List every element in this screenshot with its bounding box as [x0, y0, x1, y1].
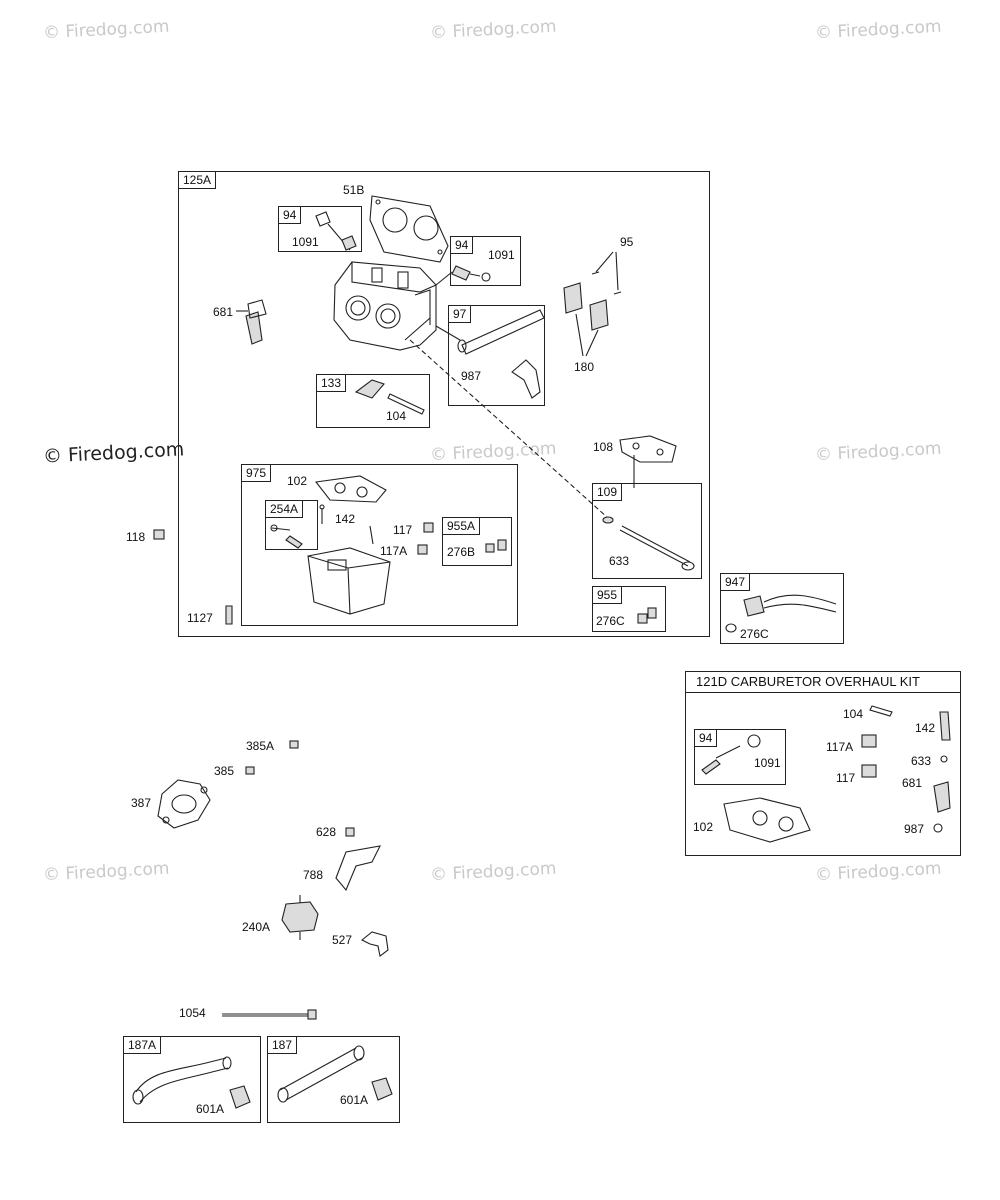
watermark: © Firedog.com [42, 438, 185, 468]
part-label-240a[interactable]: 240A [242, 920, 271, 934]
part-label-276b[interactable]: 276B [447, 545, 476, 559]
part-label-117[interactable]: 117 [393, 523, 413, 537]
part-label-51b[interactable]: 51B [343, 183, 365, 197]
part-label-180[interactable]: 180 [574, 360, 595, 374]
watermark: © Firedog.com [429, 16, 557, 44]
overhaul-kit-title[interactable]: 121D CARBURETOR OVERHAUL KIT [696, 674, 920, 689]
part-label-108[interactable]: 108 [593, 440, 614, 454]
part-label-117a[interactable]: 117A [380, 544, 408, 558]
part-label-628[interactable]: 628 [316, 825, 337, 839]
group-94-left [278, 206, 362, 252]
part-tag-975[interactable]: 975 [241, 464, 272, 482]
watermark: © Firedog.com [814, 16, 942, 44]
screw-385a-drawing [289, 740, 299, 749]
part-tag-187a[interactable]: 187A [123, 1036, 162, 1054]
part-label-276c[interactable]: 276C [596, 614, 625, 628]
part-tag-955[interactable]: 955 [592, 586, 623, 604]
watermark: © Firedog.com [42, 16, 170, 44]
isolator-240a-drawing [281, 895, 319, 940]
group-187a [123, 1036, 261, 1123]
part-label-142[interactable]: 142 [335, 512, 356, 526]
part-label-142[interactable]: 142 [915, 721, 936, 735]
screw-628-drawing [345, 827, 355, 837]
part-label-276c[interactable]: 276C [740, 627, 769, 641]
clamp-527-drawing [360, 931, 389, 957]
watermark: © Firedog.com [814, 438, 942, 466]
part-label-601a[interactable]: 601A [196, 1102, 225, 1116]
part-tag-133[interactable]: 133 [316, 374, 347, 392]
part-tag-947[interactable]: 947 [720, 573, 751, 591]
watermark: © Firedog.com [42, 858, 170, 886]
part-label-601a[interactable]: 601A [340, 1093, 369, 1107]
watermark: © Firedog.com [429, 858, 557, 886]
main-assembly-frame [178, 171, 710, 637]
part-label-633[interactable]: 633 [911, 754, 932, 768]
part-label-104[interactable]: 104 [843, 707, 864, 721]
bracket-788-drawing [335, 845, 381, 892]
part-label-104[interactable]: 104 [386, 409, 407, 423]
part-tag-94[interactable]: 94 [450, 236, 474, 254]
part-label-95[interactable]: 95 [620, 235, 634, 249]
part-label-1091[interactable]: 1091 [754, 756, 781, 770]
part-label-102[interactable]: 102 [693, 820, 714, 834]
part-label-987[interactable]: 987 [461, 369, 482, 383]
flange-387-drawing [157, 779, 211, 829]
part-tag-254a[interactable]: 254A [265, 500, 304, 518]
part-tag-94[interactable]: 94 [278, 206, 302, 224]
screw-385-drawing [245, 766, 255, 775]
overhaul-kit-title-bar [685, 671, 961, 693]
group-955 [592, 586, 666, 632]
part-label-681[interactable]: 681 [213, 305, 234, 319]
part-label-1091[interactable]: 1091 [488, 248, 515, 262]
part-tag-955a[interactable]: 955A [442, 517, 481, 535]
part-label-681[interactable]: 681 [902, 776, 923, 790]
group-94-right [450, 236, 521, 286]
part-label-385[interactable]: 385 [214, 764, 235, 778]
part-tag-94[interactable]: 94 [694, 729, 718, 747]
part-label-385a[interactable]: 385A [246, 739, 275, 753]
group-975 [241, 464, 518, 626]
part-label-1091[interactable]: 1091 [292, 235, 319, 249]
part-label-387[interactable]: 387 [131, 796, 152, 810]
part-label-117[interactable]: 117 [836, 771, 856, 785]
group-109 [592, 483, 702, 579]
part-label-633[interactable]: 633 [609, 554, 630, 568]
kit-group-94 [694, 729, 786, 785]
group-947 [720, 573, 844, 644]
plug-118-drawing [153, 529, 165, 540]
part-tag-109[interactable]: 109 [592, 483, 623, 501]
watermark: © Firedog.com [814, 858, 942, 886]
part-label-102[interactable]: 102 [287, 474, 308, 488]
part-tag-125a[interactable]: 125A [178, 171, 217, 189]
group-187 [267, 1036, 400, 1123]
part-tag-97[interactable]: 97 [448, 305, 472, 323]
part-label-1127[interactable]: 1127 [187, 611, 213, 625]
part-label-118[interactable]: 118 [126, 530, 146, 544]
part-label-987[interactable]: 987 [904, 822, 925, 836]
part-label-1054[interactable]: 1054 [179, 1006, 206, 1020]
part-label-788[interactable]: 788 [303, 868, 324, 882]
part-label-117a[interactable]: 117A [826, 740, 854, 754]
part-label-527[interactable]: 527 [332, 933, 353, 947]
tie-1054-drawing [222, 1009, 317, 1020]
part-tag-187[interactable]: 187 [267, 1036, 298, 1054]
